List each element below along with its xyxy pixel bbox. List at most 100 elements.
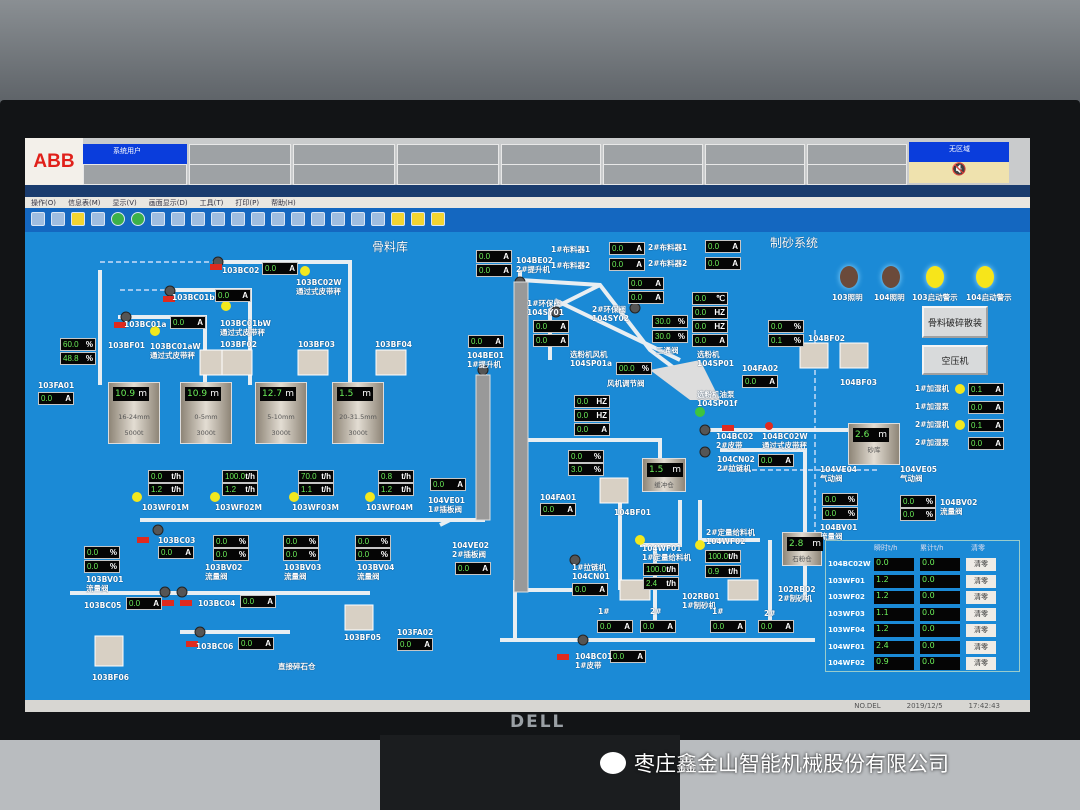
folder-icon[interactable] — [171, 212, 185, 226]
label-bf06: 103BF06 — [92, 673, 129, 682]
page-icon[interactable] — [151, 212, 165, 226]
row-rate: 2.4 — [874, 640, 914, 654]
alarm-silence-icon[interactable]: 🔇 — [909, 162, 1009, 183]
col-total: 累计t/h — [920, 544, 944, 552]
windows-icon[interactable] — [371, 212, 385, 226]
readout-value: 0.0 — [600, 622, 612, 631]
circle-icon[interactable] — [271, 212, 285, 226]
status-time: 17:42:43 — [968, 702, 1000, 710]
silo-spec: 5-10mm — [267, 413, 295, 421]
readout-fa2p1: 0.0% — [768, 320, 804, 333]
alarm-list-icon[interactable] — [391, 212, 405, 226]
keyboard-icon[interactable] — [311, 212, 325, 226]
forward-icon[interactable] — [131, 212, 145, 226]
printer-icon[interactable] — [51, 212, 65, 226]
level-value: 2.6 — [855, 430, 870, 440]
readout-value: 0.8 — [381, 472, 393, 481]
info-icon[interactable] — [91, 212, 105, 226]
readout-unit: % — [308, 537, 316, 546]
table-icon[interactable] — [191, 212, 205, 226]
label-fa02: 103FA02 — [397, 628, 434, 637]
warning-icon[interactable] — [71, 212, 85, 226]
row-name: 103WF02 — [828, 593, 865, 601]
row-rate: 0.9 — [874, 657, 914, 670]
menu-view[interactable]: 显示(V) — [112, 198, 137, 207]
add-icon[interactable] — [331, 212, 345, 226]
readout-value: 0.0 — [286, 537, 298, 546]
readout-value: 0.0 — [458, 564, 470, 573]
menu-tools[interactable]: 工具(T) — [199, 198, 224, 207]
lamp-label: 103启动警示 — [912, 293, 958, 302]
clear-button[interactable]: 清零 — [966, 624, 996, 637]
alarm-ack-icon[interactable] — [431, 212, 445, 226]
aggregate-crush-button[interactable]: 骨料破碎散装 — [922, 306, 988, 338]
readout-value: 0.0 — [151, 472, 163, 481]
report-icon[interactable] — [231, 212, 245, 226]
clear-button[interactable]: 清零 — [966, 607, 996, 621]
readout-value: 0.0 — [577, 411, 589, 420]
readout-unit: t/h — [171, 485, 181, 494]
zone-panel[interactable]: 无区域 — [909, 142, 1009, 162]
menu-display[interactable]: 画面显示(D) — [148, 198, 188, 207]
diagram-icon[interactable] — [251, 212, 265, 226]
row-total: 0.0 — [920, 607, 960, 621]
readout-unit: t/h — [401, 472, 411, 481]
alarm-active-icon[interactable] — [411, 212, 425, 226]
readout-bv03b: 0.0% — [283, 548, 319, 561]
readout-unit: HZ — [596, 411, 607, 420]
row-total: 0.0 — [920, 640, 960, 654]
readout-value: 0.0 — [571, 452, 583, 461]
readout-unit: A — [503, 266, 509, 275]
readout-unit: % — [593, 452, 601, 461]
clear-button[interactable]: 清零 — [966, 574, 996, 588]
settings-icon[interactable] — [291, 212, 305, 226]
readout-bv03a: 0.0% — [283, 535, 319, 548]
row-name: 103WF04 — [828, 626, 865, 634]
clear-button[interactable]: 清零 — [966, 657, 996, 670]
readout-unit: A — [560, 322, 566, 331]
label-wf1: 104WF01 1#定量给料机 — [642, 544, 692, 562]
clear-button[interactable]: 清零 — [966, 640, 996, 654]
readout-unit: t/h — [666, 579, 676, 588]
readout-unit: A — [655, 279, 661, 288]
readout-unit: t/h — [245, 472, 255, 481]
readout-unit: A — [624, 622, 630, 631]
readout-bv1a: 0.0% — [822, 493, 858, 506]
readout-unit: A — [242, 291, 248, 300]
menu-help[interactable]: 帮助(H) — [271, 198, 296, 207]
user-panel[interactable]: 系统用户 — [83, 144, 187, 164]
label-bf2: 104BF02 — [808, 334, 845, 343]
row-rate: 1.2 — [874, 624, 914, 637]
readout-value: 0.0 — [903, 497, 915, 506]
clear-button[interactable]: 清零 — [966, 591, 996, 604]
readout-unit: t/h — [728, 567, 738, 576]
label-wf02: 103WF02M — [215, 503, 262, 512]
lamp-label: 104启动警示 — [966, 293, 1012, 302]
readout-value: 0.0 — [87, 562, 99, 571]
air-compressor-button[interactable]: 空压机 — [922, 345, 988, 375]
back-icon[interactable] — [111, 212, 125, 226]
readout-unit: A — [667, 622, 673, 631]
menu-operate[interactable]: 操作(O) — [31, 198, 56, 207]
menu-info[interactable]: 信息表(M) — [67, 198, 101, 207]
row-total: 0.0 — [920, 591, 960, 604]
label-ve04: 104VE04 气动阀 — [820, 465, 858, 483]
grid-icon[interactable] — [31, 212, 45, 226]
menu-print[interactable]: 打印(P) — [235, 198, 260, 207]
readout-value: 0.0 — [577, 397, 589, 406]
silo-spec: 16-24mm — [118, 413, 150, 421]
trend-icon[interactable] — [211, 212, 225, 226]
clear-button[interactable]: 清零 — [966, 558, 996, 571]
readout-unit: % — [925, 510, 933, 519]
list-icon[interactable] — [351, 212, 365, 226]
